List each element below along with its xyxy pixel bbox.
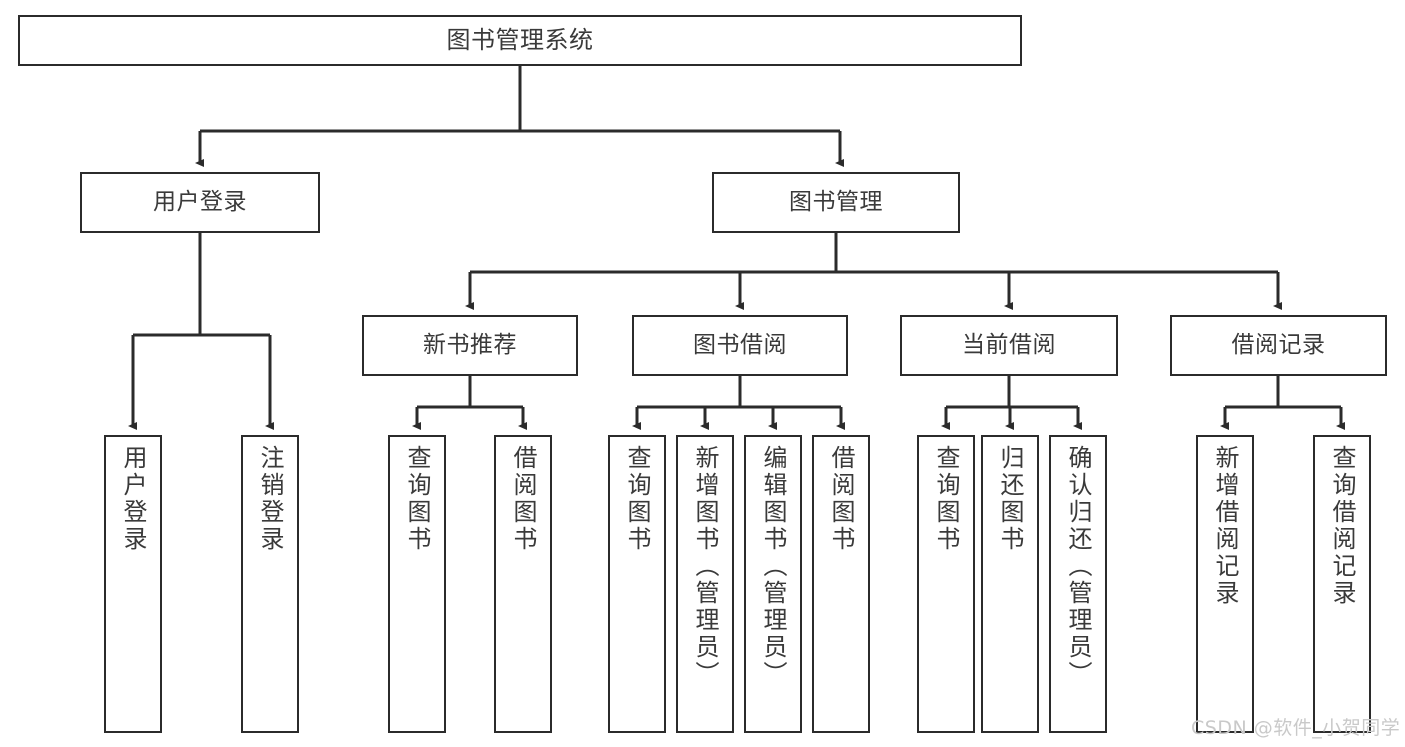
node-label: 图书管理系统 [446,26,594,55]
node-label: 查询图书 [623,445,651,553]
leaf-user-logout[interactable]: 注销登录 [241,435,299,733]
leaf-query-book-new[interactable]: 查询图书 [388,435,446,733]
leaf-user-login[interactable]: 用户登录 [104,435,162,733]
leaf-query-book-borrow[interactable]: 查询图书 [608,435,666,733]
node-label: 用户登录 [153,188,247,215]
node-label: 确认归还（管理员） [1064,445,1092,688]
node-label: 新书推荐 [423,331,517,358]
node-label: 新增借阅记录 [1211,445,1239,607]
node-label: 编辑图书（管理员） [759,445,787,688]
leaf-add-borrow-record[interactable]: 新增借阅记录 [1196,435,1254,733]
node-root-system[interactable]: 图书管理系统 [18,15,1022,66]
leaf-borrow-book-new[interactable]: 借阅图书 [494,435,552,733]
node-label: 新增图书（管理员） [691,445,719,688]
node-label: 查询图书 [932,445,960,553]
csdn-watermark: CSDN @软件_小贺同学 [1191,717,1401,739]
leaf-borrow-book[interactable]: 借阅图书 [812,435,870,733]
node-label: 图书管理 [789,188,883,215]
node-current-borrow[interactable]: 当前借阅 [900,315,1118,376]
leaf-query-book-current[interactable]: 查询图书 [917,435,975,733]
leaf-edit-book-admin[interactable]: 编辑图书（管理员） [744,435,802,733]
node-book-borrow[interactable]: 图书借阅 [632,315,848,376]
node-label: 归还图书 [996,445,1024,553]
node-label: 查询借阅记录 [1328,445,1356,607]
node-label: 借阅图书 [509,445,537,553]
node-label: 借阅图书 [827,445,855,553]
leaf-return-book[interactable]: 归还图书 [981,435,1039,733]
node-label: 注销登录 [256,445,284,553]
node-book-management[interactable]: 图书管理 [712,172,960,233]
leaf-query-borrow-record[interactable]: 查询借阅记录 [1313,435,1371,733]
leaf-confirm-return-admin[interactable]: 确认归还（管理员） [1049,435,1107,733]
node-label: 图书借阅 [693,331,787,358]
node-borrow-record[interactable]: 借阅记录 [1170,315,1387,376]
node-label: 查询图书 [403,445,431,553]
node-new-book-recommend[interactable]: 新书推荐 [362,315,578,376]
node-label: 用户登录 [119,445,147,553]
node-label: 当前借阅 [962,331,1056,358]
leaf-add-book-admin[interactable]: 新增图书（管理员） [676,435,734,733]
node-label: 借阅记录 [1231,331,1326,358]
node-user-login[interactable]: 用户登录 [80,172,320,233]
